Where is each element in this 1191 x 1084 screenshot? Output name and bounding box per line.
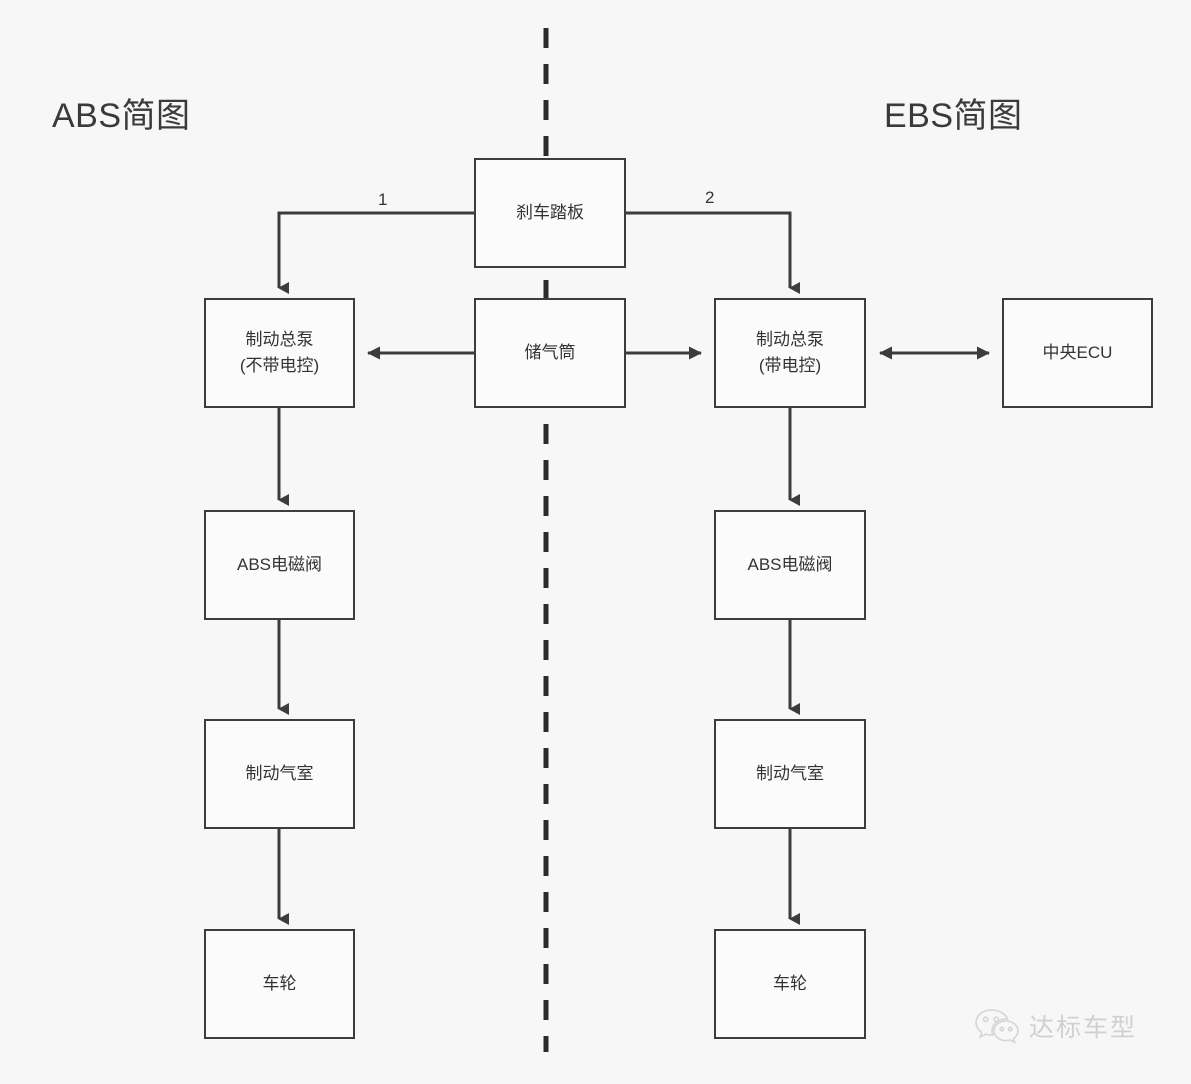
node-wheel-left[interactable]: 车轮: [204, 929, 355, 1039]
node-abs-valve-left[interactable]: ABS电磁阀: [204, 510, 355, 620]
node-brake-chamber-right-label: 制动气室: [756, 763, 824, 783]
node-master-cylinder-left-label: 制动总泵 (不带电控): [239, 329, 320, 375]
node-air-tank-label: 储气筒: [524, 342, 576, 362]
node-wheel-left-label: 车轮: [262, 973, 297, 993]
node-brake-chamber-left-label: 制动气室: [245, 763, 314, 783]
node-master-cylinder-right-label: 制动总泵 (带电控): [756, 329, 824, 375]
node-abs-valve-right-label: ABS电磁阀: [747, 554, 833, 574]
node-brake-chamber-right[interactable]: 制动气室: [714, 719, 866, 829]
node-wheel-right-label: 车轮: [773, 973, 807, 993]
wechat-logo-icon: [975, 1009, 1019, 1044]
edge-label-1: 1: [378, 190, 388, 209]
node-abs-valve-left-label: ABS电磁阀: [236, 554, 323, 574]
node-abs-valve-right[interactable]: ABS电磁阀: [714, 510, 866, 620]
node-brake-pedal[interactable]: 刹车踏板: [474, 158, 626, 268]
edge-label-2: 2: [705, 188, 715, 207]
edge-pedal-to-left-master-cylinder: [277, 211, 474, 294]
watermark: 达标车型: [975, 1008, 1137, 1044]
edge-pedal-to-right-master-cylinder: [626, 211, 800, 294]
node-central-ecu-label: 中央ECU: [1042, 342, 1113, 362]
section-title-abs: ABS简图: [52, 97, 191, 135]
node-master-cylinder-left[interactable]: 制动总泵 (不带电控): [204, 298, 355, 408]
node-master-cylinder-right[interactable]: 制动总泵 (带电控): [714, 298, 866, 408]
node-brake-chamber-left[interactable]: 制动气室: [204, 719, 355, 829]
watermark-text: 达标车型: [1029, 1014, 1138, 1042]
node-brake-pedal-label: 刹车踏板: [516, 202, 584, 222]
node-air-tank[interactable]: 储气筒: [474, 298, 626, 408]
node-wheel-right[interactable]: 车轮: [714, 929, 866, 1039]
section-title-ebs: EBS简图: [884, 97, 1023, 135]
node-central-ecu[interactable]: 中央ECU: [1002, 298, 1153, 408]
